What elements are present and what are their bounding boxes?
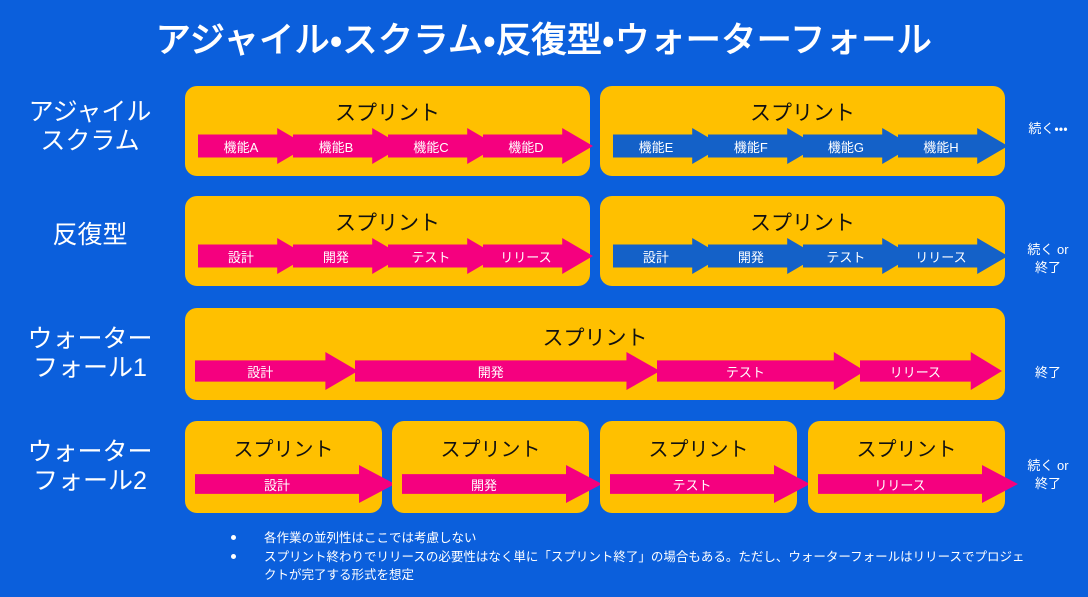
work-arrow-design[interactable]: 設計 xyxy=(195,465,395,503)
work-arrow-label: 機能D xyxy=(508,139,544,155)
row-iterative: 反復型 スプリント 設計 開発 テスト リリース スプリント 設計 開発 xyxy=(0,196,1088,290)
panel-title: スプリント xyxy=(335,212,440,235)
work-arrow-label: リリース xyxy=(874,477,926,493)
work-arrow-label: 機能C xyxy=(413,139,449,155)
work-arrow-label: 開発 xyxy=(477,364,504,380)
row-side-note-waterfall-2: 続く or 終了 xyxy=(1027,458,1069,491)
footnote-text: 各作業の並列性はここでは考慮しない xyxy=(264,531,477,545)
work-arrow-label: 開発 xyxy=(737,249,764,265)
work-arrow-test[interactable]: テスト xyxy=(657,352,865,390)
work-arrow-feature-c[interactable]: 機能C xyxy=(388,128,498,164)
work-arrow-design[interactable]: 設計 xyxy=(195,352,358,390)
work-arrow-develop[interactable]: 開発 xyxy=(355,352,660,390)
row-waterfall-1: ウォーター フォール1 スプリント 設計 開発 テスト リリース 終了 xyxy=(0,308,1088,404)
work-arrow-label: テスト xyxy=(725,364,765,380)
work-arrow-feature-d[interactable]: 機能D xyxy=(483,128,593,164)
row-side-note-agile-scrum: 続く・・・ xyxy=(1028,121,1068,136)
footnote-text: スプリント終わりでリリースの必要性はなく単に「スプリント終了」の場合もある。ただ… xyxy=(264,550,1025,583)
row-label-agile-scrum: アジャイル スクラム xyxy=(28,98,152,155)
list-item: 各作業の並列性はここでは考慮しない xyxy=(225,529,1025,547)
sprint-panel[interactable]: スプリント 設計 xyxy=(185,421,395,513)
work-arrow-label: 機能A xyxy=(223,139,259,155)
bullet-icon xyxy=(231,535,236,540)
row-label-iterative: 反復型 xyxy=(52,221,128,249)
work-arrow-label: 機能B xyxy=(318,139,354,155)
work-arrow-label: 機能F xyxy=(733,139,768,155)
sprint-panel[interactable]: スプリント リリース xyxy=(808,421,1018,513)
work-arrow-label: 機能E xyxy=(638,139,674,155)
work-arrow-feature-a[interactable]: 機能A xyxy=(198,128,308,164)
work-arrow-release[interactable]: リリース xyxy=(483,238,593,274)
work-arrow-label: テスト xyxy=(826,249,866,265)
row-side-note-iterative: 続く or 終了 xyxy=(1027,242,1069,275)
work-arrow-label: リリース xyxy=(889,364,942,380)
page-title: アジャイル・スクラム・反復型・ウォーターフォール xyxy=(155,21,933,60)
sprint-panel[interactable]: スプリント テスト xyxy=(600,421,810,513)
work-arrow-label: 設計 xyxy=(642,249,669,265)
work-arrow-label: 設計 xyxy=(263,477,290,493)
work-arrow-develop[interactable]: 開発 xyxy=(402,465,602,503)
work-arrow-label: リリース xyxy=(915,249,967,265)
panel-title: スプリント xyxy=(440,439,541,461)
work-arrow-design[interactable]: 設計 xyxy=(613,238,723,274)
work-arrow-feature-e[interactable]: 機能E xyxy=(613,128,723,164)
work-arrow-label: テスト xyxy=(672,477,712,493)
work-arrow-feature-b[interactable]: 機能B xyxy=(293,128,403,164)
work-arrow-feature-h[interactable]: 機能H xyxy=(898,128,1008,164)
row-side-note-waterfall-1: 終了 xyxy=(1034,365,1061,380)
footnote-list: 各作業の並列性はここでは考慮しない スプリント終わりでリリースの必要性はなく単に… xyxy=(225,529,1025,585)
work-arrow-label: リリース xyxy=(500,249,552,265)
row-label-waterfall-2: ウォーター フォール2 xyxy=(27,438,153,495)
sprint-panel[interactable]: スプリント 機能E 機能F 機能G 機能H xyxy=(600,86,1008,176)
bullet-icon xyxy=(231,554,236,560)
work-arrow-develop[interactable]: 開発 xyxy=(293,238,403,274)
row-agile-scrum: アジャイル スクラム スプリント 機能A 機能B 機能C 機能D スプリント 機… xyxy=(0,86,1088,180)
row-label-waterfall-1: ウォーター フォール1 xyxy=(27,325,153,382)
row-waterfall-2: ウォーター フォール2 スプリント 設計 スプリント 開発 スプリント テスト … xyxy=(0,421,1088,517)
panel-title: スプリント xyxy=(856,439,957,461)
work-arrow-test[interactable]: テスト xyxy=(388,238,498,274)
work-arrow-label: 設計 xyxy=(227,249,254,265)
work-arrow-label: 開発 xyxy=(322,249,349,265)
work-arrow-label: 開発 xyxy=(470,477,497,493)
work-arrow-label: 設計 xyxy=(247,364,274,380)
work-arrow-label: 機能G xyxy=(827,139,864,155)
panel-title: スプリント xyxy=(335,102,440,125)
work-arrow-release[interactable]: リリース xyxy=(898,238,1008,274)
work-arrow-develop[interactable]: 開発 xyxy=(708,238,818,274)
work-arrow-test[interactable]: テスト xyxy=(803,238,913,274)
work-arrow-label: テスト xyxy=(411,249,451,265)
list-item: スプリント終わりでリリースの必要性はなく単に「スプリント終了」の場合もある。ただ… xyxy=(225,548,1025,584)
sprint-panel[interactable]: スプリント 設計 開発 テスト リリース xyxy=(600,196,1008,286)
panel-title: スプリント xyxy=(542,327,648,350)
panel-title: スプリント xyxy=(233,439,334,461)
work-arrow-release[interactable]: リリース xyxy=(818,465,1018,503)
sprint-panel[interactable]: スプリント 設計 開発 テスト リリース xyxy=(185,308,1005,400)
work-arrow-design[interactable]: 設計 xyxy=(198,238,308,274)
work-arrow-release[interactable]: リリース xyxy=(860,352,1002,390)
sprint-panel[interactable]: スプリント 設計 開発 テスト リリース xyxy=(185,196,593,286)
work-arrow-label: 機能H xyxy=(923,139,959,155)
panel-title: スプリント xyxy=(750,102,855,125)
panel-title: スプリント xyxy=(648,439,749,461)
panel-title: スプリント xyxy=(750,212,855,235)
work-arrow-feature-f[interactable]: 機能F xyxy=(708,128,818,164)
sprint-panel[interactable]: スプリント 開発 xyxy=(392,421,602,513)
work-arrow-test[interactable]: テスト xyxy=(610,465,810,503)
sprint-panel[interactable]: スプリント 機能A 機能B 機能C 機能D xyxy=(185,86,593,176)
work-arrow-feature-g[interactable]: 機能G xyxy=(803,128,913,164)
